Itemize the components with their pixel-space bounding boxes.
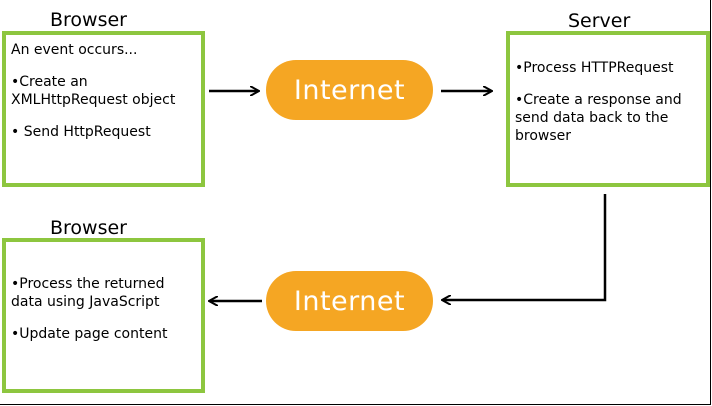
server-heading: Server (568, 10, 631, 32)
internet-pill-top: Internet (266, 60, 433, 120)
browser-heading-top: Browser (50, 9, 127, 31)
server-line-2: •Create a response and (515, 92, 682, 108)
browser-top-line-4: • Send HttpRequest (11, 124, 151, 140)
browser-bottom-line-3: •Update page content (11, 326, 168, 342)
server-line-1: •Process HTTPRequest (515, 60, 674, 76)
browser-box-top: An event occurs... •Create an XMLHttpReq… (2, 31, 205, 187)
browser-bottom-line-1: •Process the returned (11, 276, 165, 292)
server-line-3: send data back to the (515, 110, 669, 126)
browser-heading-bottom: Browser (50, 217, 127, 239)
arrow-server-to-internet (443, 194, 607, 300)
browser-top-line-3: XMLHttpRequest object (11, 92, 176, 108)
browser-top-line-2: •Create an (11, 74, 88, 90)
internet-pill-bottom: Internet (266, 271, 433, 331)
browser-box-bottom: •Process the returned data using JavaScr… (2, 238, 205, 393)
browser-bottom-line-2: data using JavaScript (11, 294, 160, 310)
browser-top-line-1: An event occurs... (11, 42, 138, 58)
server-line-4: browser (515, 128, 572, 144)
server-box: •Process HTTPRequest •Create a response … (506, 31, 710, 187)
